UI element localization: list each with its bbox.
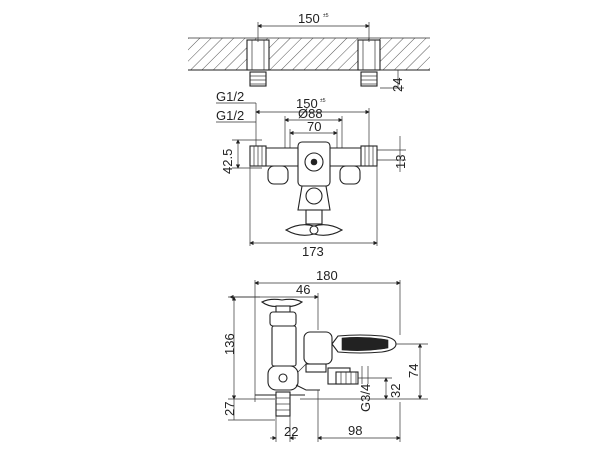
dim-height-value: 136 — [222, 333, 237, 355]
dim-inlet-width-value: 22 — [284, 424, 298, 439]
dim-inner-value: 70 — [307, 119, 321, 134]
dim-diameter-value: Ø88 — [298, 106, 323, 121]
left-wall-inlet — [246, 39, 270, 87]
thread-label-2: G1/2 — [216, 108, 244, 123]
dim-spout-reach-value: 98 — [348, 423, 362, 438]
dim-spacing-top-value: 150 — [298, 11, 320, 26]
outlet-thread-label: G3/4 — [358, 384, 373, 412]
dim-total-length-value: 180 — [316, 268, 338, 283]
dim-outlet-height-value: 74 — [406, 364, 421, 378]
front-view: G1/2 G1/2 150 ±5 Ø88 70 — [216, 89, 408, 259]
dim-height-right-value: 13 — [393, 155, 408, 169]
dim-overall-width: 173 — [249, 166, 378, 259]
mixer-body-front — [249, 141, 378, 236]
dim-spacing-mid-tolerance: ±5 — [320, 98, 326, 104]
dim-offset-value: 46 — [296, 282, 310, 297]
dim-spacing-top-tolerance: ±5 — [323, 13, 329, 19]
mixer-body-side — [260, 298, 397, 417]
thread-label-1: G1/2 — [216, 89, 244, 104]
dim-height-left-value: 42.5 — [220, 149, 235, 174]
dim-outlet-offset: 32 — [358, 377, 403, 400]
dim-base-value: 27 — [222, 402, 237, 416]
right-wall-inlet — [357, 39, 381, 87]
dim-diameter: Ø88 — [284, 106, 343, 150]
dim-inlet-width: 22 — [270, 416, 298, 442]
dim-height: 136 — [222, 296, 260, 400]
dim-outlet-height: 74 — [300, 343, 428, 400]
dim-height-right: 13 — [372, 136, 408, 172]
wall-hatch — [188, 38, 430, 70]
dim-overall-width-value: 173 — [302, 244, 324, 259]
dim-total-length: 180 — [254, 268, 401, 402]
dim-spacing-mid-value: 150 — [296, 96, 318, 111]
dim-spacing-top: 150 ±5 — [257, 11, 370, 42]
wall-section-view: 150 ±5 24 — [188, 11, 430, 92]
dim-outlet-offset-value: 32 — [388, 384, 403, 398]
dim-wall-depth: 24 — [380, 69, 405, 92]
dim-wall-depth-value: 24 — [390, 78, 405, 92]
dim-inner: 70 — [289, 119, 338, 150]
dim-base: 27 — [222, 398, 275, 421]
outlet-thread-callout: G3/4 — [358, 366, 373, 412]
side-view: 180 46 136 27 — [222, 268, 428, 442]
dim-spacing-mid: 150 ±5 — [255, 96, 370, 150]
dim-height-left: 42.5 — [220, 139, 262, 174]
dim-spout-reach: 98 — [317, 390, 401, 442]
